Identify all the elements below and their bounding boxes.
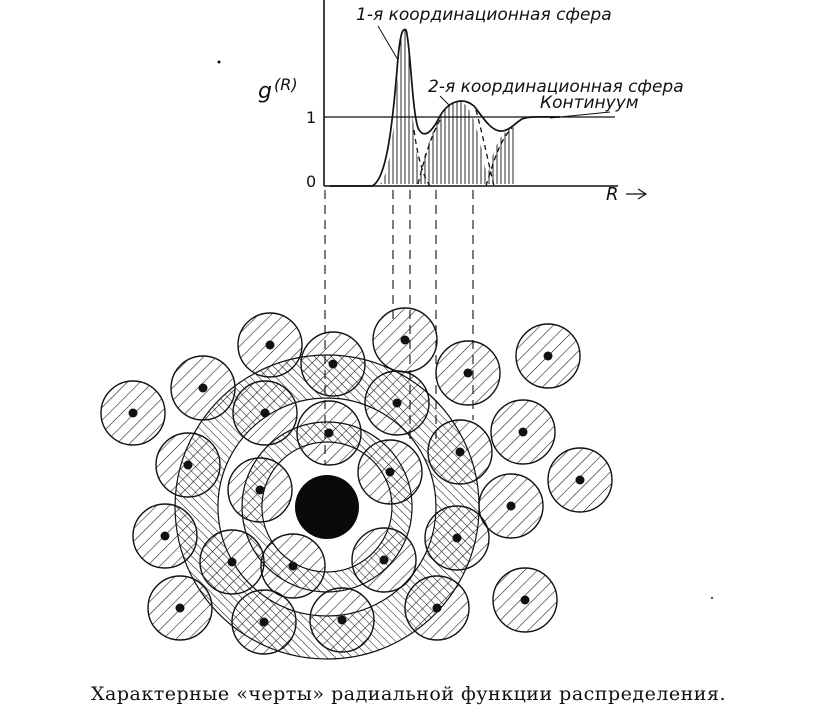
rdf-curve <box>330 28 561 187</box>
second-sphere-leader <box>439 95 451 107</box>
molecular-structure <box>100 307 613 660</box>
continuum-label: Континуум <box>540 93 639 113</box>
peak1-tail <box>413 129 431 187</box>
molecule-circles <box>100 307 613 655</box>
first-sphere-label: 1-я координационная сфера <box>356 5 612 25</box>
peak2-tail <box>475 109 495 187</box>
x-axis-arrowhead <box>637 188 648 200</box>
peak1-shading <box>380 29 424 184</box>
continuum-shading <box>486 126 516 184</box>
continuum-component <box>485 127 513 187</box>
rdf-graph: g (R) 1 0 R 1-я координационная сфера 2-… <box>258 0 684 205</box>
y-axis-label-r: (R) <box>274 75 298 94</box>
first-sphere-leader <box>377 25 399 61</box>
peak2-shading <box>418 100 488 184</box>
figure-caption: Характерные «черты» радиальной функции р… <box>91 683 726 705</box>
tick-label-1: 1 <box>306 108 316 127</box>
x-axis-label: R <box>606 184 619 205</box>
speck <box>217 60 221 64</box>
continuum-leader <box>549 111 611 119</box>
molecule-centers <box>128 335 585 627</box>
second-sphere-label: 2-я координационная сфера <box>428 77 684 97</box>
speck <box>710 596 714 600</box>
tick-label-0: 0 <box>306 172 316 191</box>
y-axis-label-g: g <box>258 79 272 104</box>
central-molecule <box>295 475 359 539</box>
